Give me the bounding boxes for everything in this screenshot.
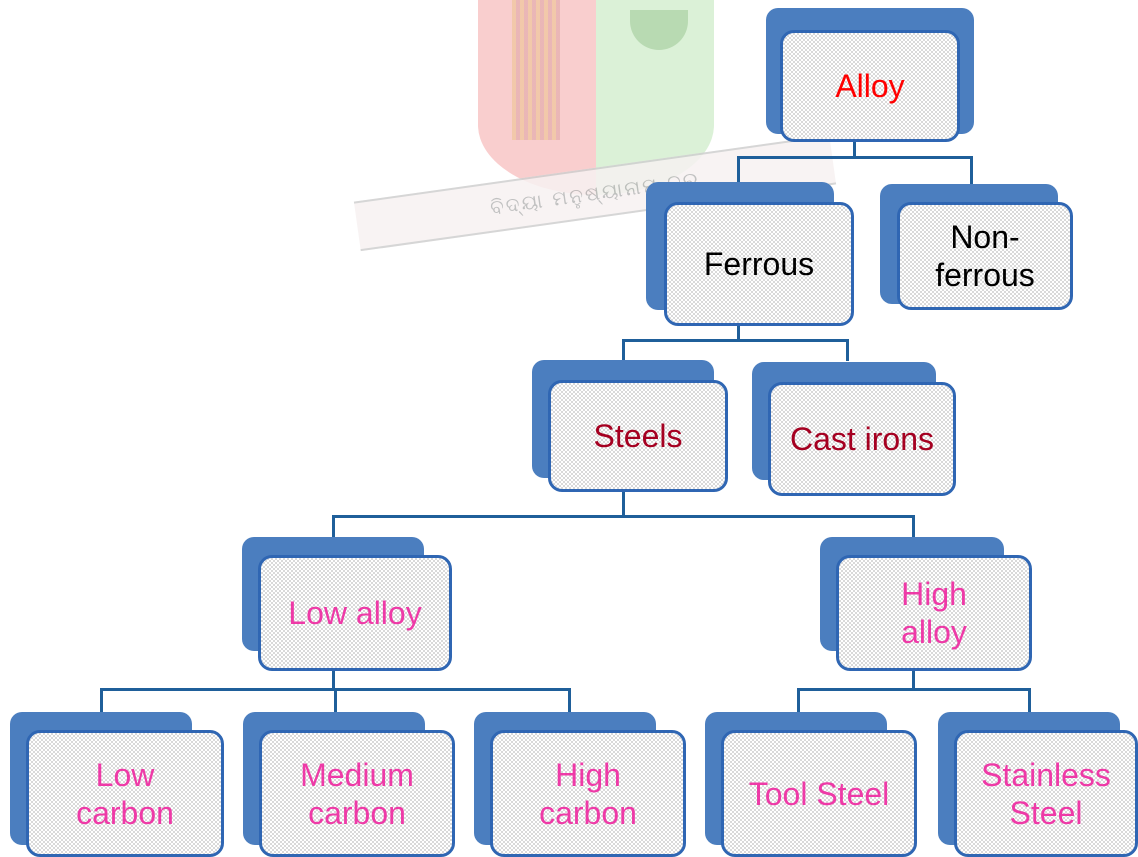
connector bbox=[737, 156, 973, 159]
node-label: High alloy bbox=[901, 576, 967, 650]
connector bbox=[100, 688, 103, 712]
node-label: High carbon bbox=[539, 756, 637, 831]
node-label: Medium carbon bbox=[300, 756, 414, 831]
watermark-emblem-left bbox=[478, 0, 596, 195]
connector bbox=[912, 515, 915, 537]
connector bbox=[622, 339, 849, 342]
node-label: Alloy bbox=[835, 68, 905, 104]
connector bbox=[797, 688, 800, 712]
node-label: Non- ferrous bbox=[935, 219, 1035, 293]
connector bbox=[568, 688, 571, 712]
connector bbox=[912, 653, 915, 690]
connector bbox=[846, 339, 849, 361]
connector bbox=[332, 515, 335, 537]
watermark-tower-icon bbox=[512, 0, 560, 140]
connector bbox=[332, 653, 335, 690]
node-label: Steels bbox=[593, 418, 683, 454]
node-label: Stainless Steel bbox=[981, 756, 1111, 831]
connector bbox=[332, 515, 915, 518]
connector bbox=[970, 156, 973, 184]
connector bbox=[797, 688, 1031, 691]
connector bbox=[1028, 688, 1031, 712]
node-label: Low alloy bbox=[288, 595, 422, 631]
node-label: Tool Steel bbox=[748, 775, 890, 812]
connector bbox=[334, 688, 337, 712]
connector bbox=[737, 156, 740, 184]
connector bbox=[622, 480, 625, 517]
node-label: Ferrous bbox=[703, 246, 815, 282]
node-label: Low carbon bbox=[76, 756, 174, 831]
node-label: Cast irons bbox=[789, 421, 935, 457]
connector bbox=[622, 339, 625, 361]
